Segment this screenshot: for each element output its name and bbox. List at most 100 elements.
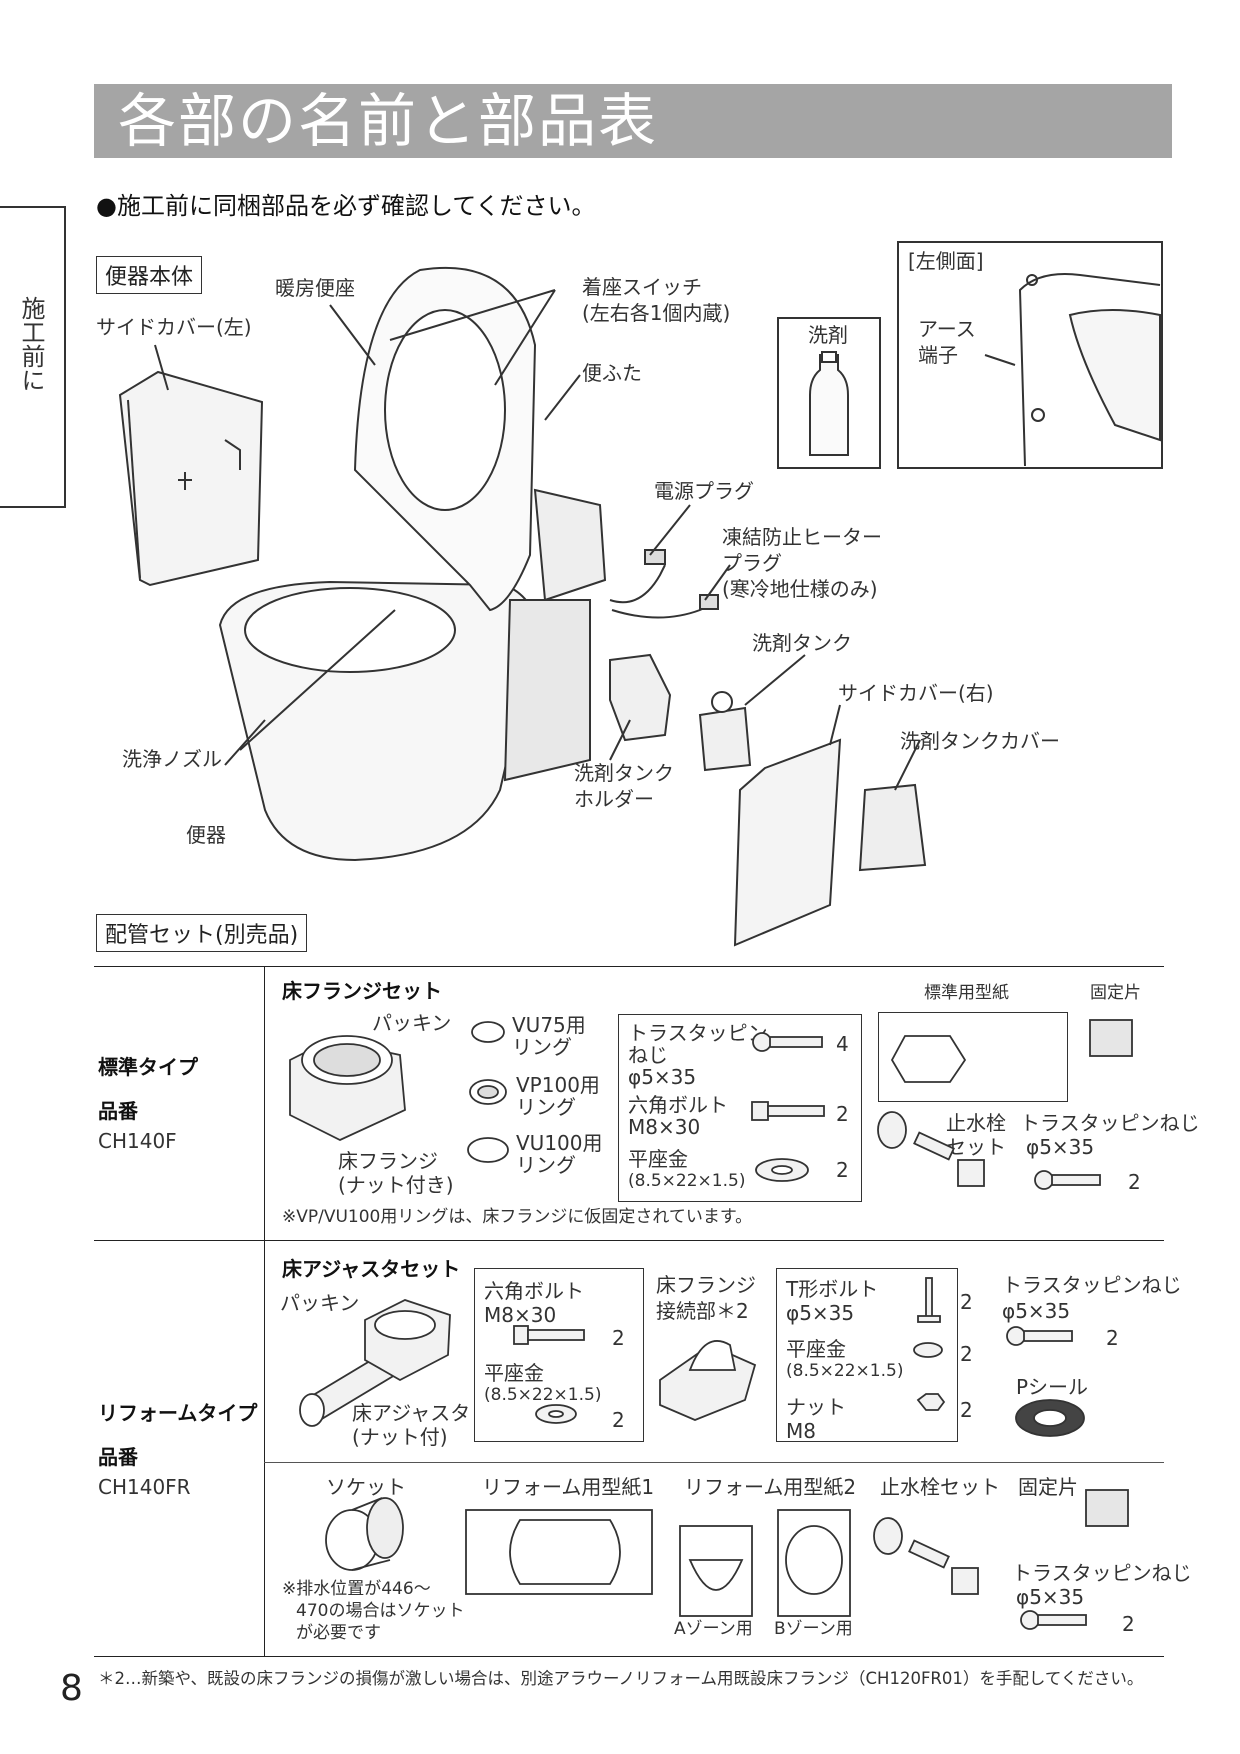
reform-part-no: CH140FR: [98, 1475, 191, 1499]
vu75-label-2: リング: [512, 1035, 572, 1059]
reform-washer-qty: 2: [612, 1408, 625, 1432]
pseal-label: Pシール: [1016, 1375, 1089, 1399]
reform-bolt-label: 六角ボルト: [484, 1279, 584, 1303]
zone-b-label: Bゾーン用: [774, 1619, 853, 1639]
screw2-label: トラスタッピンねじ: [1020, 1111, 1200, 1135]
label-left-side-view: [左側面]: [908, 249, 984, 273]
packing-label: パッキン: [372, 1011, 452, 1035]
washer2-size: (8.5×22×1.5): [786, 1361, 904, 1381]
tbolt-qty: 2: [960, 1290, 973, 1314]
socket-label: ソケット: [326, 1475, 406, 1499]
label-side-cover-right: サイドカバー(右): [838, 681, 994, 705]
table-top-line: [94, 966, 1164, 967]
vu100-label-2: リング: [516, 1153, 576, 1177]
nut-size: M8: [786, 1419, 816, 1443]
socket-note: ※排水位置が446～: [282, 1579, 431, 1599]
reform-screw-label: トラスタッピンねじ: [1002, 1273, 1182, 1297]
nut-label: ナット: [786, 1395, 846, 1419]
reform-screw2-qty: 2: [1122, 1612, 1135, 1636]
label-lid: 便ふた: [582, 361, 642, 385]
standard-note: ※VP/VU100用リングは、床フランジに仮固定されています。: [282, 1207, 753, 1227]
footnote: ＊2…新築や、既設の床フランジの損傷が激しい場合は、別途アラウーノリフォーム用既…: [98, 1669, 1144, 1688]
tbolt-label: T形ボルト: [786, 1277, 879, 1301]
label-holder-2: ホルダー: [574, 787, 654, 811]
label-power-plug: 電源プラグ: [654, 479, 754, 503]
reform-bolt-size: M8×30: [484, 1303, 557, 1327]
screw-label-2: ねじ: [628, 1043, 668, 1067]
fixing-label: 固定片: [1090, 983, 1141, 1003]
screw2-qty: 2: [1128, 1170, 1141, 1194]
adjuster-set-title: 床アジャスタセット: [282, 1257, 461, 1281]
bolt-qty: 2: [836, 1102, 849, 1126]
table-bottom-line: [94, 1656, 1164, 1657]
flange-set-title: 床フランジセット: [282, 979, 442, 1003]
washer-qty: 2: [836, 1158, 849, 1182]
vu100-label: VU100用: [516, 1131, 603, 1155]
section-label-body: 便器本体: [96, 256, 203, 294]
reform-fixing-label: 固定片: [1018, 1475, 1078, 1499]
label-nozzle: 洗浄ノズル: [122, 747, 222, 771]
standard-part-no: CH140F: [98, 1129, 177, 1153]
bolt-size: M8×30: [628, 1115, 701, 1139]
washer-label: 平座金: [628, 1147, 688, 1171]
reform-valve-label: 止水栓セット: [880, 1475, 1000, 1499]
screw-label: トラスタッピン: [628, 1021, 768, 1045]
template-label: 標準用型紙: [924, 983, 1009, 1003]
label-bowl: 便器: [186, 823, 226, 847]
label-detergent-tank: 洗剤タンク: [752, 631, 852, 655]
side-tab: [0, 206, 66, 508]
flange-label: 床フランジ: [338, 1149, 438, 1173]
vu75-label: VU75用: [512, 1013, 586, 1037]
title-bar: [94, 84, 1172, 158]
washer2-qty: 2: [960, 1342, 973, 1366]
nut-qty: 2: [960, 1398, 973, 1422]
adjuster-label: 床アジャスタ: [352, 1401, 471, 1425]
valve-label: 止水栓: [946, 1111, 1006, 1135]
washer-size: (8.5×22×1.5): [628, 1171, 746, 1191]
reform-screw2-label: トラスタッピンねじ: [1012, 1561, 1192, 1585]
standard-type: 標準タイプ: [98, 1055, 198, 1079]
reform-washer-label: 平座金: [484, 1361, 544, 1385]
tbolt-size: φ5×35: [786, 1301, 855, 1325]
label-seat: 暖房便座: [275, 276, 355, 300]
label-side-cover-left: サイドカバー(左): [96, 315, 252, 339]
label-seat-switch-note: (左右各1個内蔵): [582, 301, 731, 325]
reform-washer-size: (8.5×22×1.5): [484, 1385, 602, 1405]
adjuster-label-2: (ナット付): [352, 1425, 448, 1449]
template1-label: リフォーム用型紙1: [482, 1475, 655, 1499]
label-detergent: 洗剤: [808, 323, 848, 347]
screw-qty: 4: [836, 1032, 849, 1056]
socket-note-2: 470の場合はソケット: [296, 1601, 465, 1621]
side-tab-label: 施工前に: [17, 296, 45, 392]
joint-label-2: 接続部＊2: [656, 1299, 749, 1323]
standard-part-no-label: 品番: [98, 1099, 138, 1123]
vp100-label-2: リング: [516, 1095, 576, 1119]
reform-bolt-qty: 2: [612, 1326, 625, 1350]
reform-part-no-label: 品番: [98, 1445, 138, 1469]
table-sub-line: [264, 1462, 1164, 1463]
reform-screw2-size: φ5×35: [1016, 1585, 1085, 1609]
page-title: 各部の名前と部品表: [118, 87, 659, 155]
screw2-size: φ5×35: [1026, 1135, 1095, 1159]
socket-note-3: が必要です: [296, 1623, 381, 1643]
reform-screw-qty: 2: [1106, 1326, 1119, 1350]
bolt-label: 六角ボルト: [628, 1093, 728, 1117]
label-tank-cover: 洗剤タンクカバー: [900, 729, 1060, 753]
washer2-label: 平座金: [786, 1337, 846, 1361]
reform-screw-size: φ5×35: [1002, 1299, 1071, 1323]
label-earth: アース: [918, 317, 976, 341]
label-heater-plug: プラグ: [722, 551, 782, 575]
vp100-label: VP100用: [516, 1073, 600, 1097]
page-number: 8: [60, 1668, 83, 1709]
template2-label: リフォーム用型紙2: [684, 1475, 857, 1499]
zone-a-label: Aゾーン用: [674, 1619, 753, 1639]
label-heater-note: (寒冷地仕様のみ): [722, 577, 878, 601]
table-mid-line: [94, 1240, 1164, 1241]
label-holder: 洗剤タンク: [574, 761, 674, 785]
reform-type: リフォームタイプ: [98, 1401, 258, 1425]
table-col-line: [264, 966, 265, 1656]
screw-size: φ5×35: [628, 1065, 697, 1089]
notice-text: ●施工前に同梱部品を必ず確認してください。: [96, 192, 596, 220]
